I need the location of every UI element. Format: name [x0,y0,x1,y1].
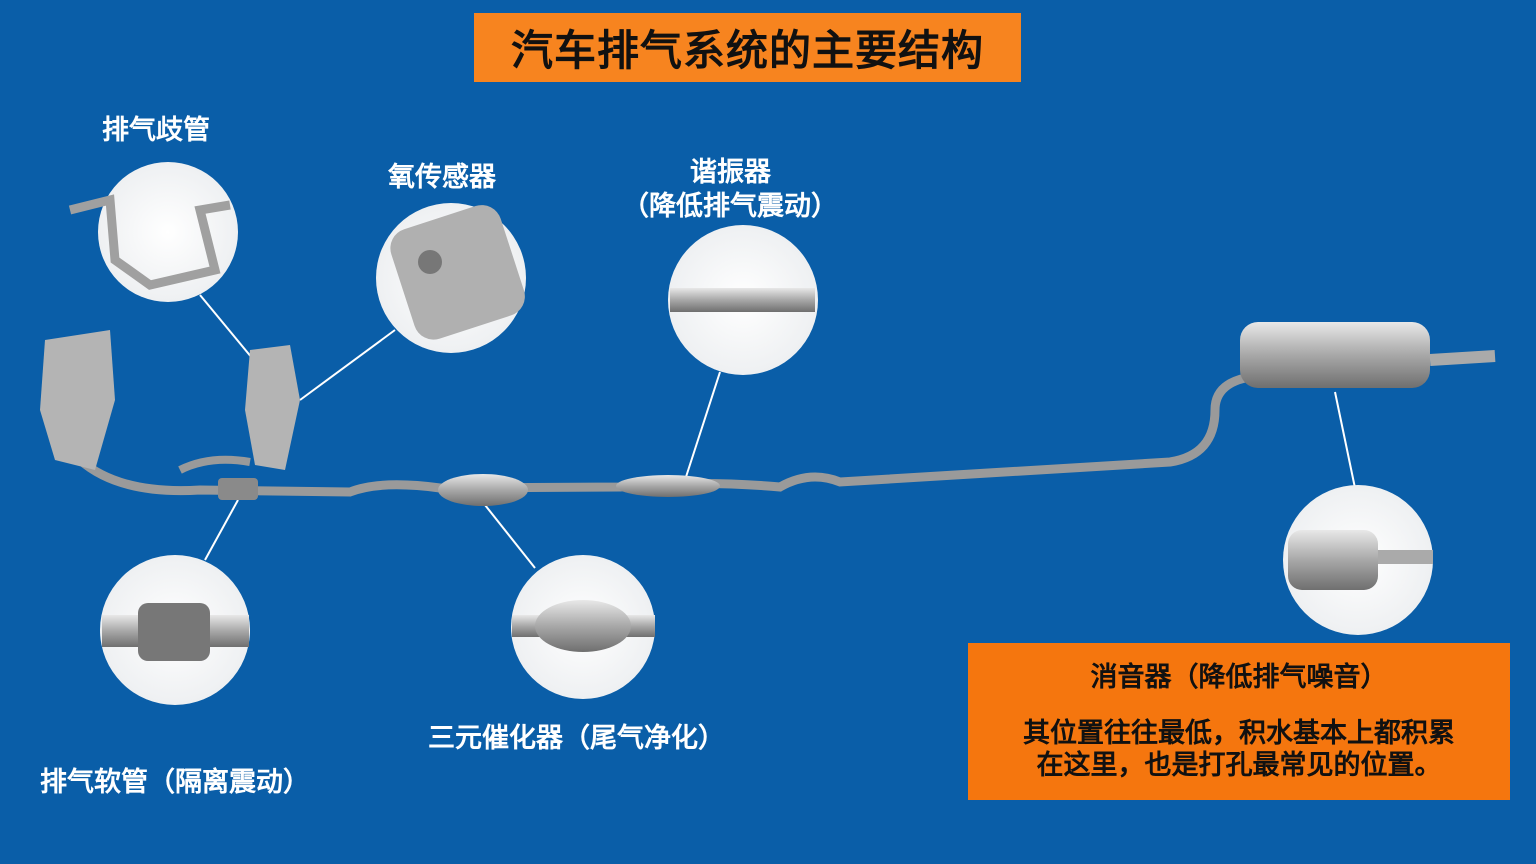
label-catalytic: 三元催化器（尾气净化） [428,723,725,754]
flex-pipe-part [218,478,258,500]
label-o2-sensor: 氧传感器 [388,162,496,193]
muffler-note-box: 消音器（降低排气噪音） 其位置往往最低，积水基本上都积累 在这里，也是打孔最常见… [968,643,1510,800]
label-manifold: 排气歧管 [102,115,210,146]
resonator-part [616,475,720,497]
muffler-note-title: 消音器（降低排气噪音） [1090,662,1388,693]
muffler-note-line1: 其位置往往最低，积水基本上都积累 [1023,718,1455,749]
page-title: 汽车排气系统的主要结构 [510,26,984,75]
muffler-part [1240,322,1430,388]
title-banner: 汽车排气系统的主要结构 [474,13,1021,82]
label-flex-pipe: 排气软管（隔离震动） [40,767,310,798]
muffler-note-line2: 在这里，也是打孔最常见的位置。 [1036,750,1442,781]
exhaust-pipe [40,322,1496,506]
label-resonator: 谐振器 [690,157,771,188]
label-resonator-note: （降低排气震动） [622,191,838,222]
manifold-detail-circle [98,162,238,302]
catalytic-part [438,474,528,506]
detail-circles [68,162,1433,705]
